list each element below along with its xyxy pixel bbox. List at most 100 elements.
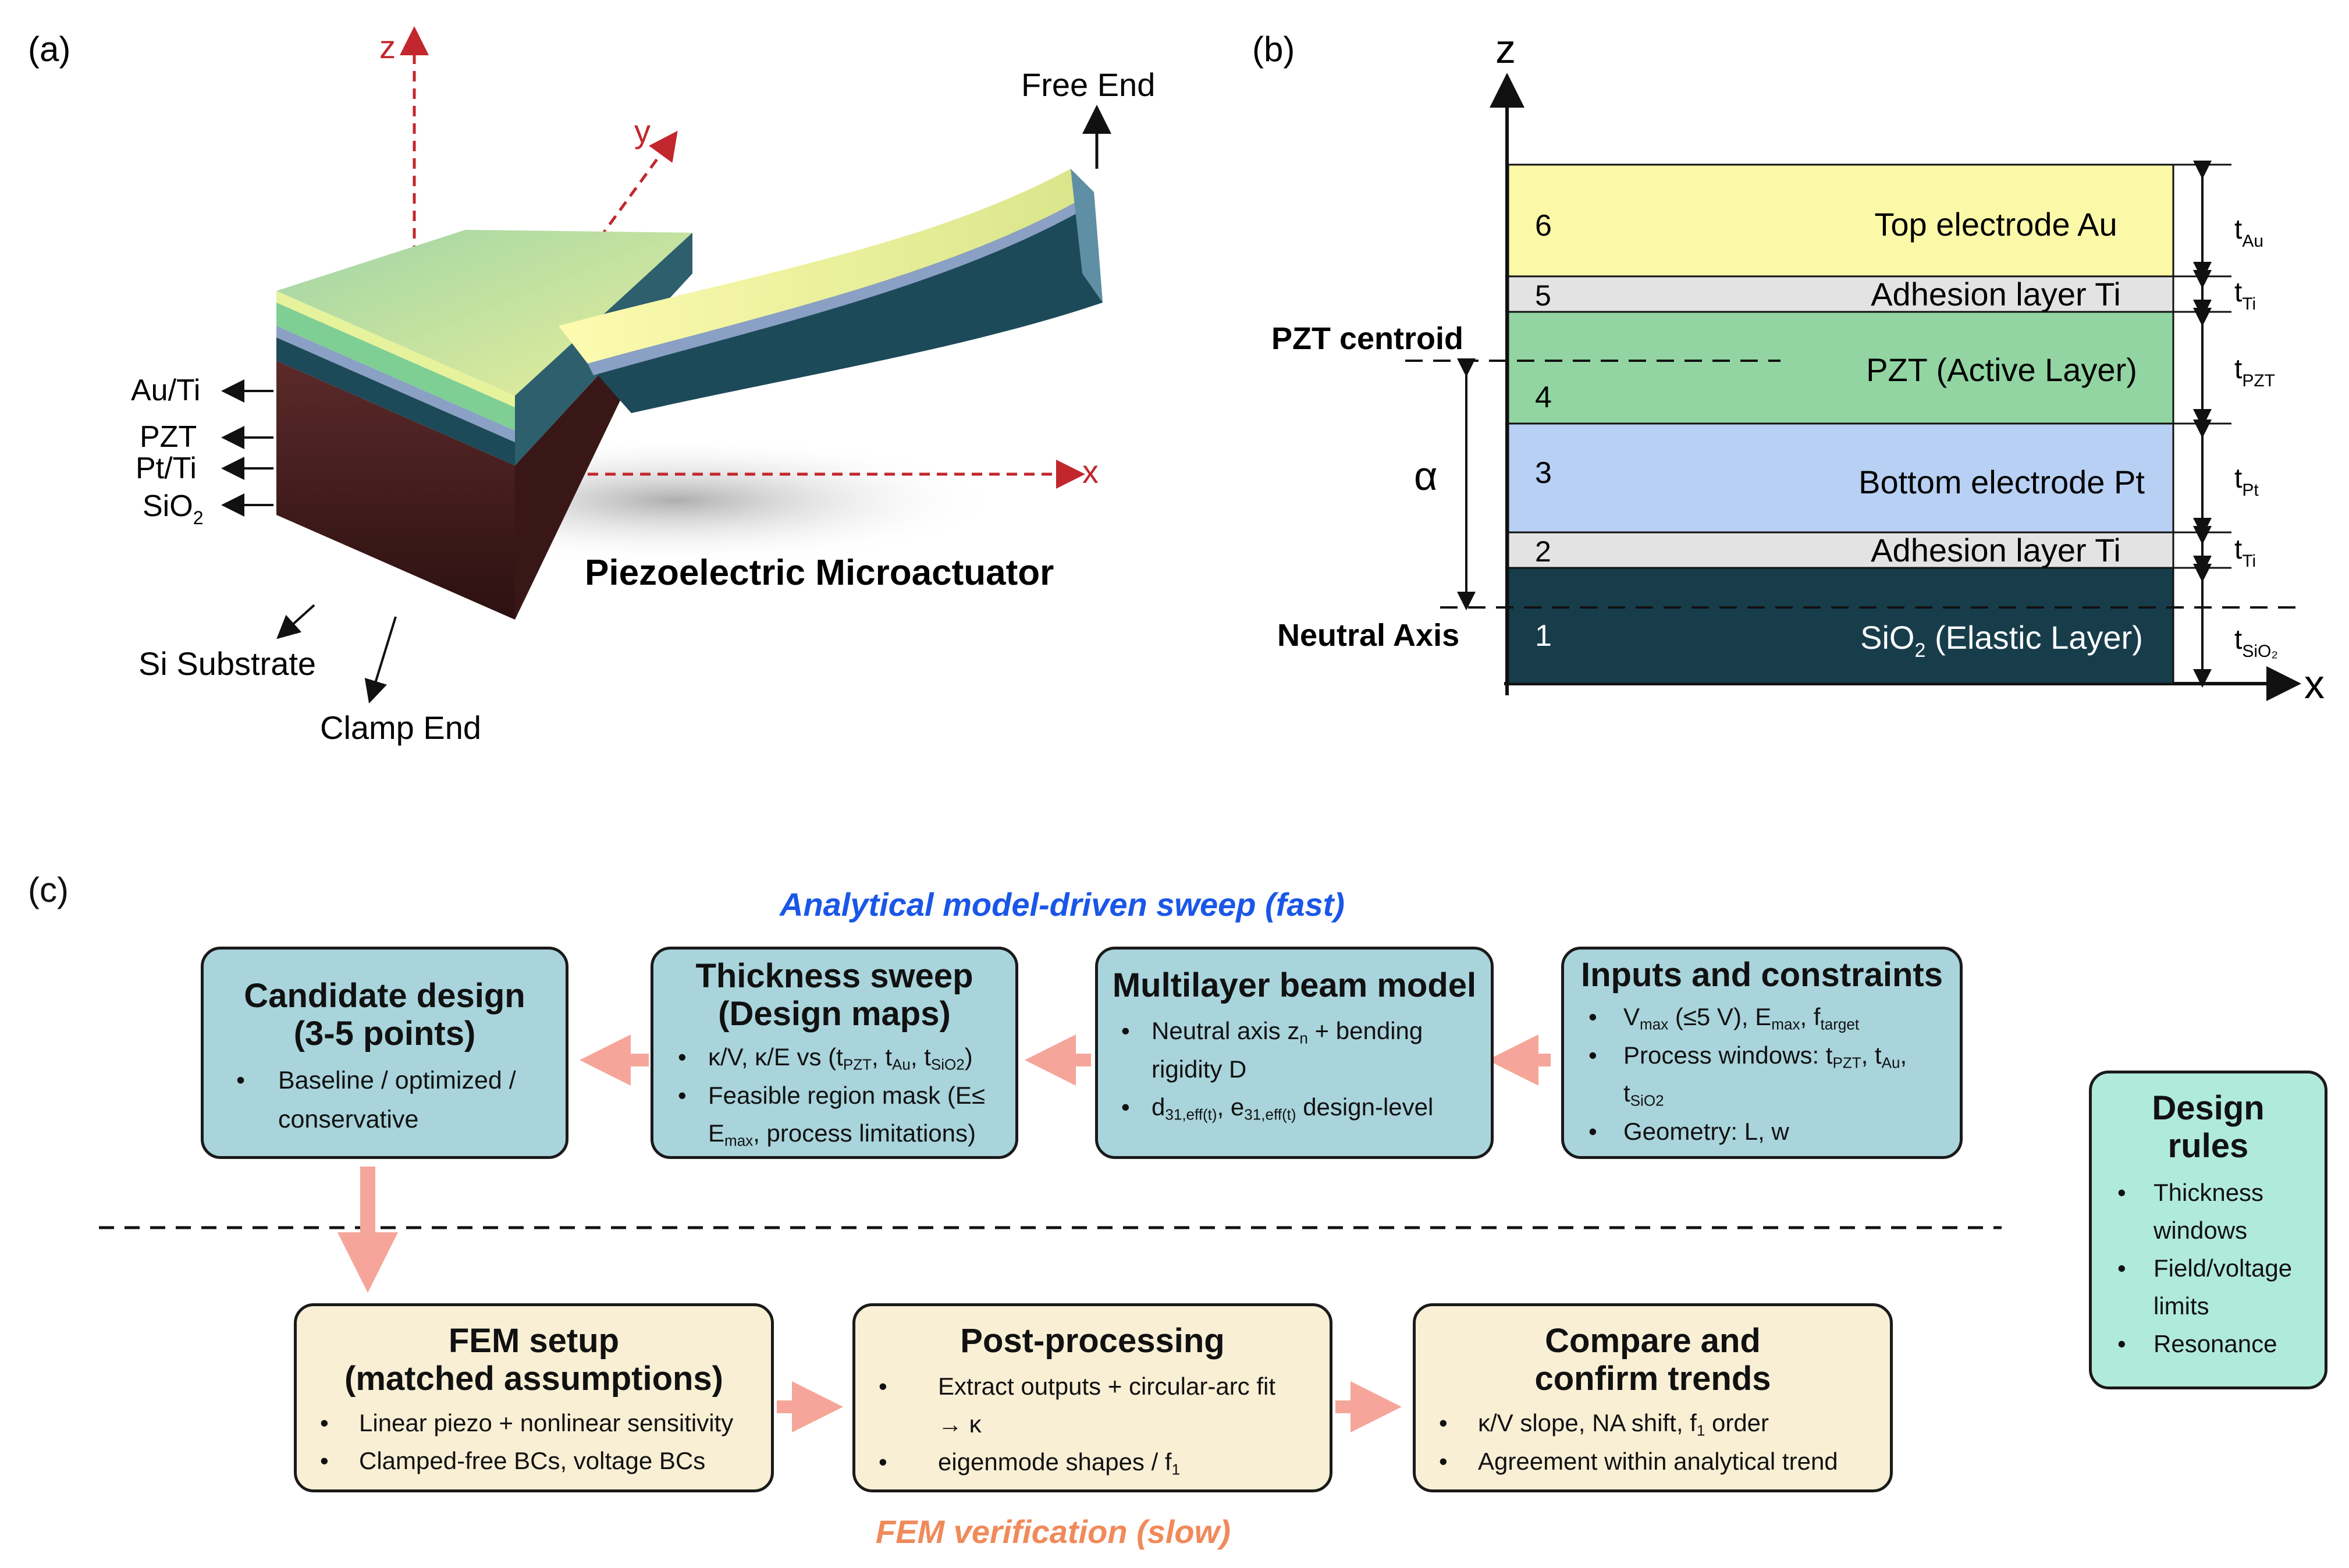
pzt-centroid-label: PZT centroid [1271, 321, 1463, 356]
compare-bullet-2: Agreement within analytical trend [1423, 1442, 1883, 1480]
layer-3-number: 3 [1535, 456, 1552, 490]
si-substrate-front [276, 361, 515, 620]
layer-2-number: 2 [1535, 535, 1551, 568]
layer-6-rect [1507, 163, 2174, 278]
sio2-label: SiO2 [143, 489, 203, 528]
rules-bullet-1: Thickness windows [2101, 1174, 2315, 1249]
fem-title-1: FEM setup [448, 1322, 620, 1360]
sweep-title-1: Thickness sweep [695, 957, 973, 995]
microactuator-title: Piezoelectric Microactuator [585, 553, 1054, 593]
layer-1-rect [1507, 567, 2174, 685]
fem-bullet-1: Linear piezo + nonlinear sensitivity [304, 1404, 764, 1442]
compare-bullet-1: κ/V slope, NA shift, f1 order [1423, 1404, 1883, 1442]
inputs-title: Inputs and constraints [1581, 956, 1943, 994]
beam-bullet-1: Neutral axis zn + bending rigidity D [1105, 1012, 1484, 1088]
beam-bullet-2: d31,eff(t), e31,eff(t) design-level [1105, 1088, 1484, 1126]
phase-divider [99, 1226, 2002, 1229]
panel-a-illustration: (a) z y x Free End Au/Ti PZT Pt/Ti SiO2 … [28, 26, 1155, 746]
pzt-label: PZT [140, 420, 197, 454]
pt-ti-label: Pt/Ti [136, 451, 197, 485]
alpha-label: α [1414, 453, 1437, 499]
beam-title: Multilayer beam model [1112, 966, 1477, 1004]
panel-b-tag: (b) [1252, 30, 1295, 69]
stack-x-label: x [2304, 662, 2325, 707]
rules-title-2: rules [2167, 1126, 2249, 1165]
z-axis-label: z [379, 29, 396, 65]
cantilever-beam-top [559, 169, 1094, 364]
pzt-layer-front [276, 303, 515, 431]
candidate-title-1: Candidate design [244, 977, 525, 1015]
layer-6-name: Top electrode Au [1874, 206, 2117, 243]
layer-5-number: 5 [1535, 279, 1551, 312]
layer-1-name: SiO2 (Elastic Layer) [1860, 619, 2143, 662]
layer-4-number: 4 [1535, 381, 1552, 414]
inputs-bullet-2: Process windows: tPZT, tAu, tSiO2 [1572, 1036, 1952, 1112]
compare-title-2: confirm trends [1534, 1359, 1771, 1398]
fem-bullet-2: Clamped-free BCs, voltage BCs [304, 1442, 764, 1480]
fem-title-2: (matched assumptions) [344, 1359, 723, 1398]
layer-5-name: Adhesion layer Ti [1871, 276, 2121, 312]
stack-z-label: z [1495, 26, 1516, 72]
si-substrate-arrow [276, 604, 315, 639]
candidate-bullet-1: Baseline / optimized / conservative [220, 1061, 549, 1139]
panel-c-tag: (c) [28, 870, 69, 909]
rules-title-1: Design [2152, 1089, 2265, 1127]
au-ti-layer-front [276, 291, 515, 407]
fem-verification-title: FEM verification (slow) [876, 1513, 1231, 1550]
layer-6-number: 6 [1535, 209, 1552, 243]
sweep-title-2: (Design maps) [718, 994, 951, 1033]
compare-title-1: Compare and [1545, 1322, 1761, 1360]
layer-2: 2 Adhesion layer Ti [1507, 531, 2174, 569]
rules-bullet-3: Resonance [2101, 1325, 2315, 1363]
candidate-design-box: Candidate design(3-5 points) Baseline / … [201, 947, 568, 1159]
t-au-label: tAu [2234, 214, 2263, 251]
thickness-sweep-box: Thickness sweep(Design maps) κ/V, κ/E vs… [651, 947, 1018, 1159]
au-ti-label: Au/Ti [131, 374, 200, 407]
rules-bullet-2: Field/voltage limits [2101, 1249, 2315, 1325]
layer-2-name: Adhesion layer Ti [1871, 532, 2121, 568]
cantilever-beam-electrode [588, 192, 1094, 375]
analytical-sweep-title: Analytical model-driven sweep (fast) [780, 886, 1345, 923]
fem-setup-box: FEM setup(matched assumptions) Linear pi… [294, 1303, 774, 1492]
sio2-layer-front [276, 337, 515, 465]
layer-4-name: PZT (Active Layer) [1866, 351, 2137, 388]
t-ti-top-label: tTi [2234, 277, 2256, 314]
t-sio2-label: tSiO₂ [2234, 624, 2278, 661]
sweep-bullet-2: Feasible region mask (E≤ Emax, process l… [662, 1076, 1007, 1153]
clamp-end-label: Clamp End [320, 709, 481, 746]
layer-6: 6 Top electrode Au [1507, 163, 2174, 278]
post-bullet-1: Extract outputs + circular-arc fit → κ [862, 1367, 1323, 1443]
post-title: Post-processing [960, 1322, 1225, 1360]
y-axis-line [598, 130, 678, 240]
beam-model-box: Multilayer beam model Neutral axis zn + … [1095, 947, 1494, 1159]
clamp-end-arrow [364, 616, 397, 704]
pt-ti-layer-front [276, 326, 515, 442]
si-substrate-label: Si Substrate [138, 645, 316, 682]
layer-3-rect [1507, 422, 2174, 534]
t-pt-label: tPt [2234, 463, 2259, 500]
y-axis-label: y [634, 113, 651, 150]
panel-b-layer-stack: (b) z x 6 Top electrode Au 5 Adhesion la… [1252, 26, 2325, 707]
post-bullet-2: eigenmode shapes / f1 [862, 1443, 1323, 1481]
cantilever-tip [1071, 169, 1103, 303]
panel-a-tag: (a) [28, 30, 70, 69]
neutral-axis-label: Neutral Axis [1277, 618, 1459, 653]
free-end-label: Free End [1021, 66, 1155, 103]
inputs-bullet-1: Vmax (≤5 V), Emax, ftarget [1572, 998, 1952, 1036]
layer-3-name: Bottom electrode Pt [1858, 464, 2145, 500]
layer-3: 3 Bottom electrode Pt [1507, 422, 2174, 534]
layer-1: 1 SiO2 (Elastic Layer) [1507, 567, 2174, 685]
inputs-constraints-box: Inputs and constraints Vmax (≤5 V), Emax… [1561, 947, 1963, 1159]
t-pzt-label: tPZT [2234, 354, 2275, 390]
x-axis-label: x [1082, 453, 1099, 490]
t-ti-bottom-label: tTi [2234, 534, 2256, 571]
candidate-title-2: (3-5 points) [293, 1014, 476, 1053]
sweep-bullet-1: κ/V, κ/E vs (tPZT, tAu, tSiO2) [662, 1038, 1007, 1076]
layer-4-rect [1507, 311, 2174, 425]
clamp-top-surface [276, 230, 692, 396]
layer-1-number: 1 [1535, 619, 1552, 653]
